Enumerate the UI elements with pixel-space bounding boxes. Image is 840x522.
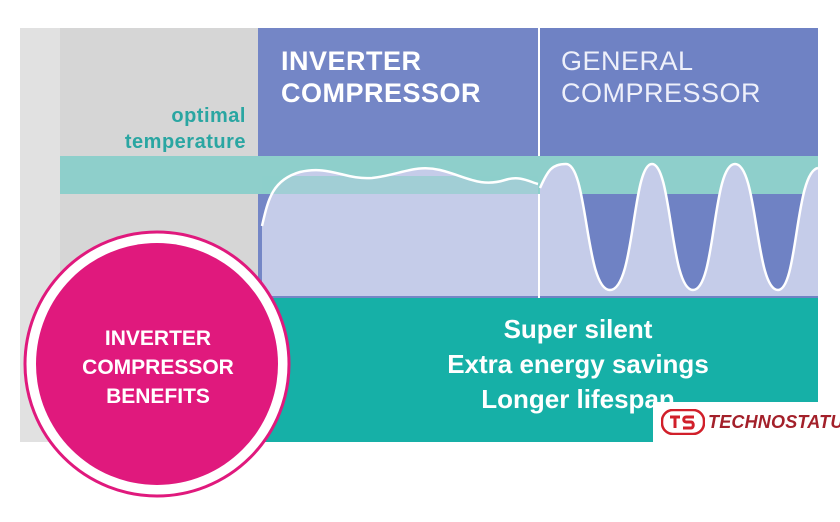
benefit-item: Longer lifespan [481, 384, 675, 414]
technostatus-logo-icon [661, 409, 705, 435]
brand-watermark: TECHNOSTATUS [653, 402, 840, 442]
inverter-curve-band-overlay [262, 176, 538, 194]
optimal-label-line2: temperature [124, 131, 246, 153]
circle-label-line1: INVERTER [104, 327, 212, 350]
benefit-item: Super silent [503, 314, 653, 344]
general-header-line1: GENERAL [561, 46, 694, 76]
general-curve-line [538, 162, 819, 292]
circle-label-line3: BENEFITS [106, 385, 210, 408]
circle-label-line2: COMPRESSOR [82, 356, 234, 379]
general-curve-fill [540, 164, 818, 296]
benefit-item: Extra energy savings [447, 349, 709, 379]
benefits-circle-label: INVERTER COMPRESSOR BENEFITS [58, 324, 258, 411]
benefits-list: Super silent Extra energy savings Longer… [318, 312, 838, 417]
general-header-line2: COMPRESSOR [561, 78, 762, 108]
benefits-circle [36, 243, 278, 485]
inverter-header-line1: INVERTER [281, 46, 422, 76]
inverter-compressor-header: INVERTER COMPRESSOR [281, 45, 481, 109]
inverter-curve-line [260, 166, 539, 227]
inverter-curve-fill [262, 168, 538, 296]
brand-name: TECHNOSTATUS [708, 412, 840, 432]
inverter-header-line2: COMPRESSOR [281, 78, 482, 108]
optimal-temperature-label: optimal temperature [60, 103, 246, 155]
optimal-label-line1: optimal [171, 105, 246, 127]
general-compressor-header: GENERAL COMPRESSOR [561, 45, 761, 109]
